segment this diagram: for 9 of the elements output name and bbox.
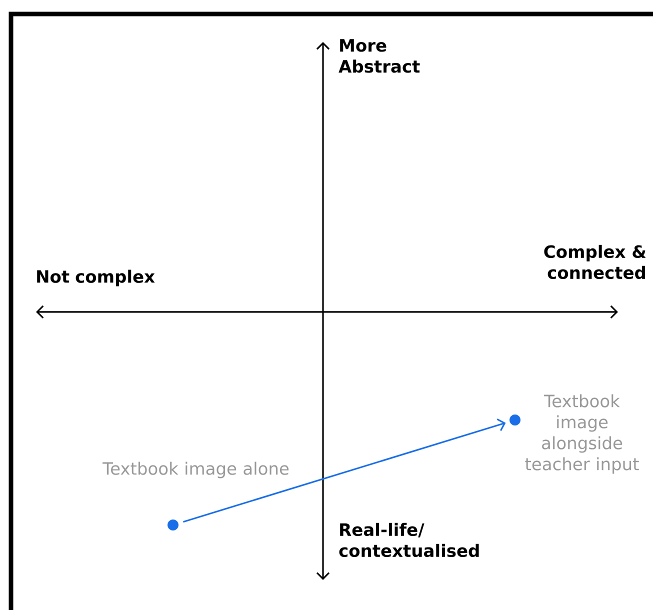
point-label: Textbook image alongside teacher input [525, 394, 639, 474]
point-dot [510, 414, 520, 426]
point-label: Textbook image alone [102, 462, 289, 478]
axis-label: Real-life/ contextualised [339, 522, 479, 558]
axis-label: Not complex [37, 270, 155, 286]
point-dot [168, 519, 178, 530]
arrow [183, 418, 506, 523]
axis-label: Complex & connected [544, 244, 646, 280]
axis-label: More Abstract [338, 39, 420, 73]
